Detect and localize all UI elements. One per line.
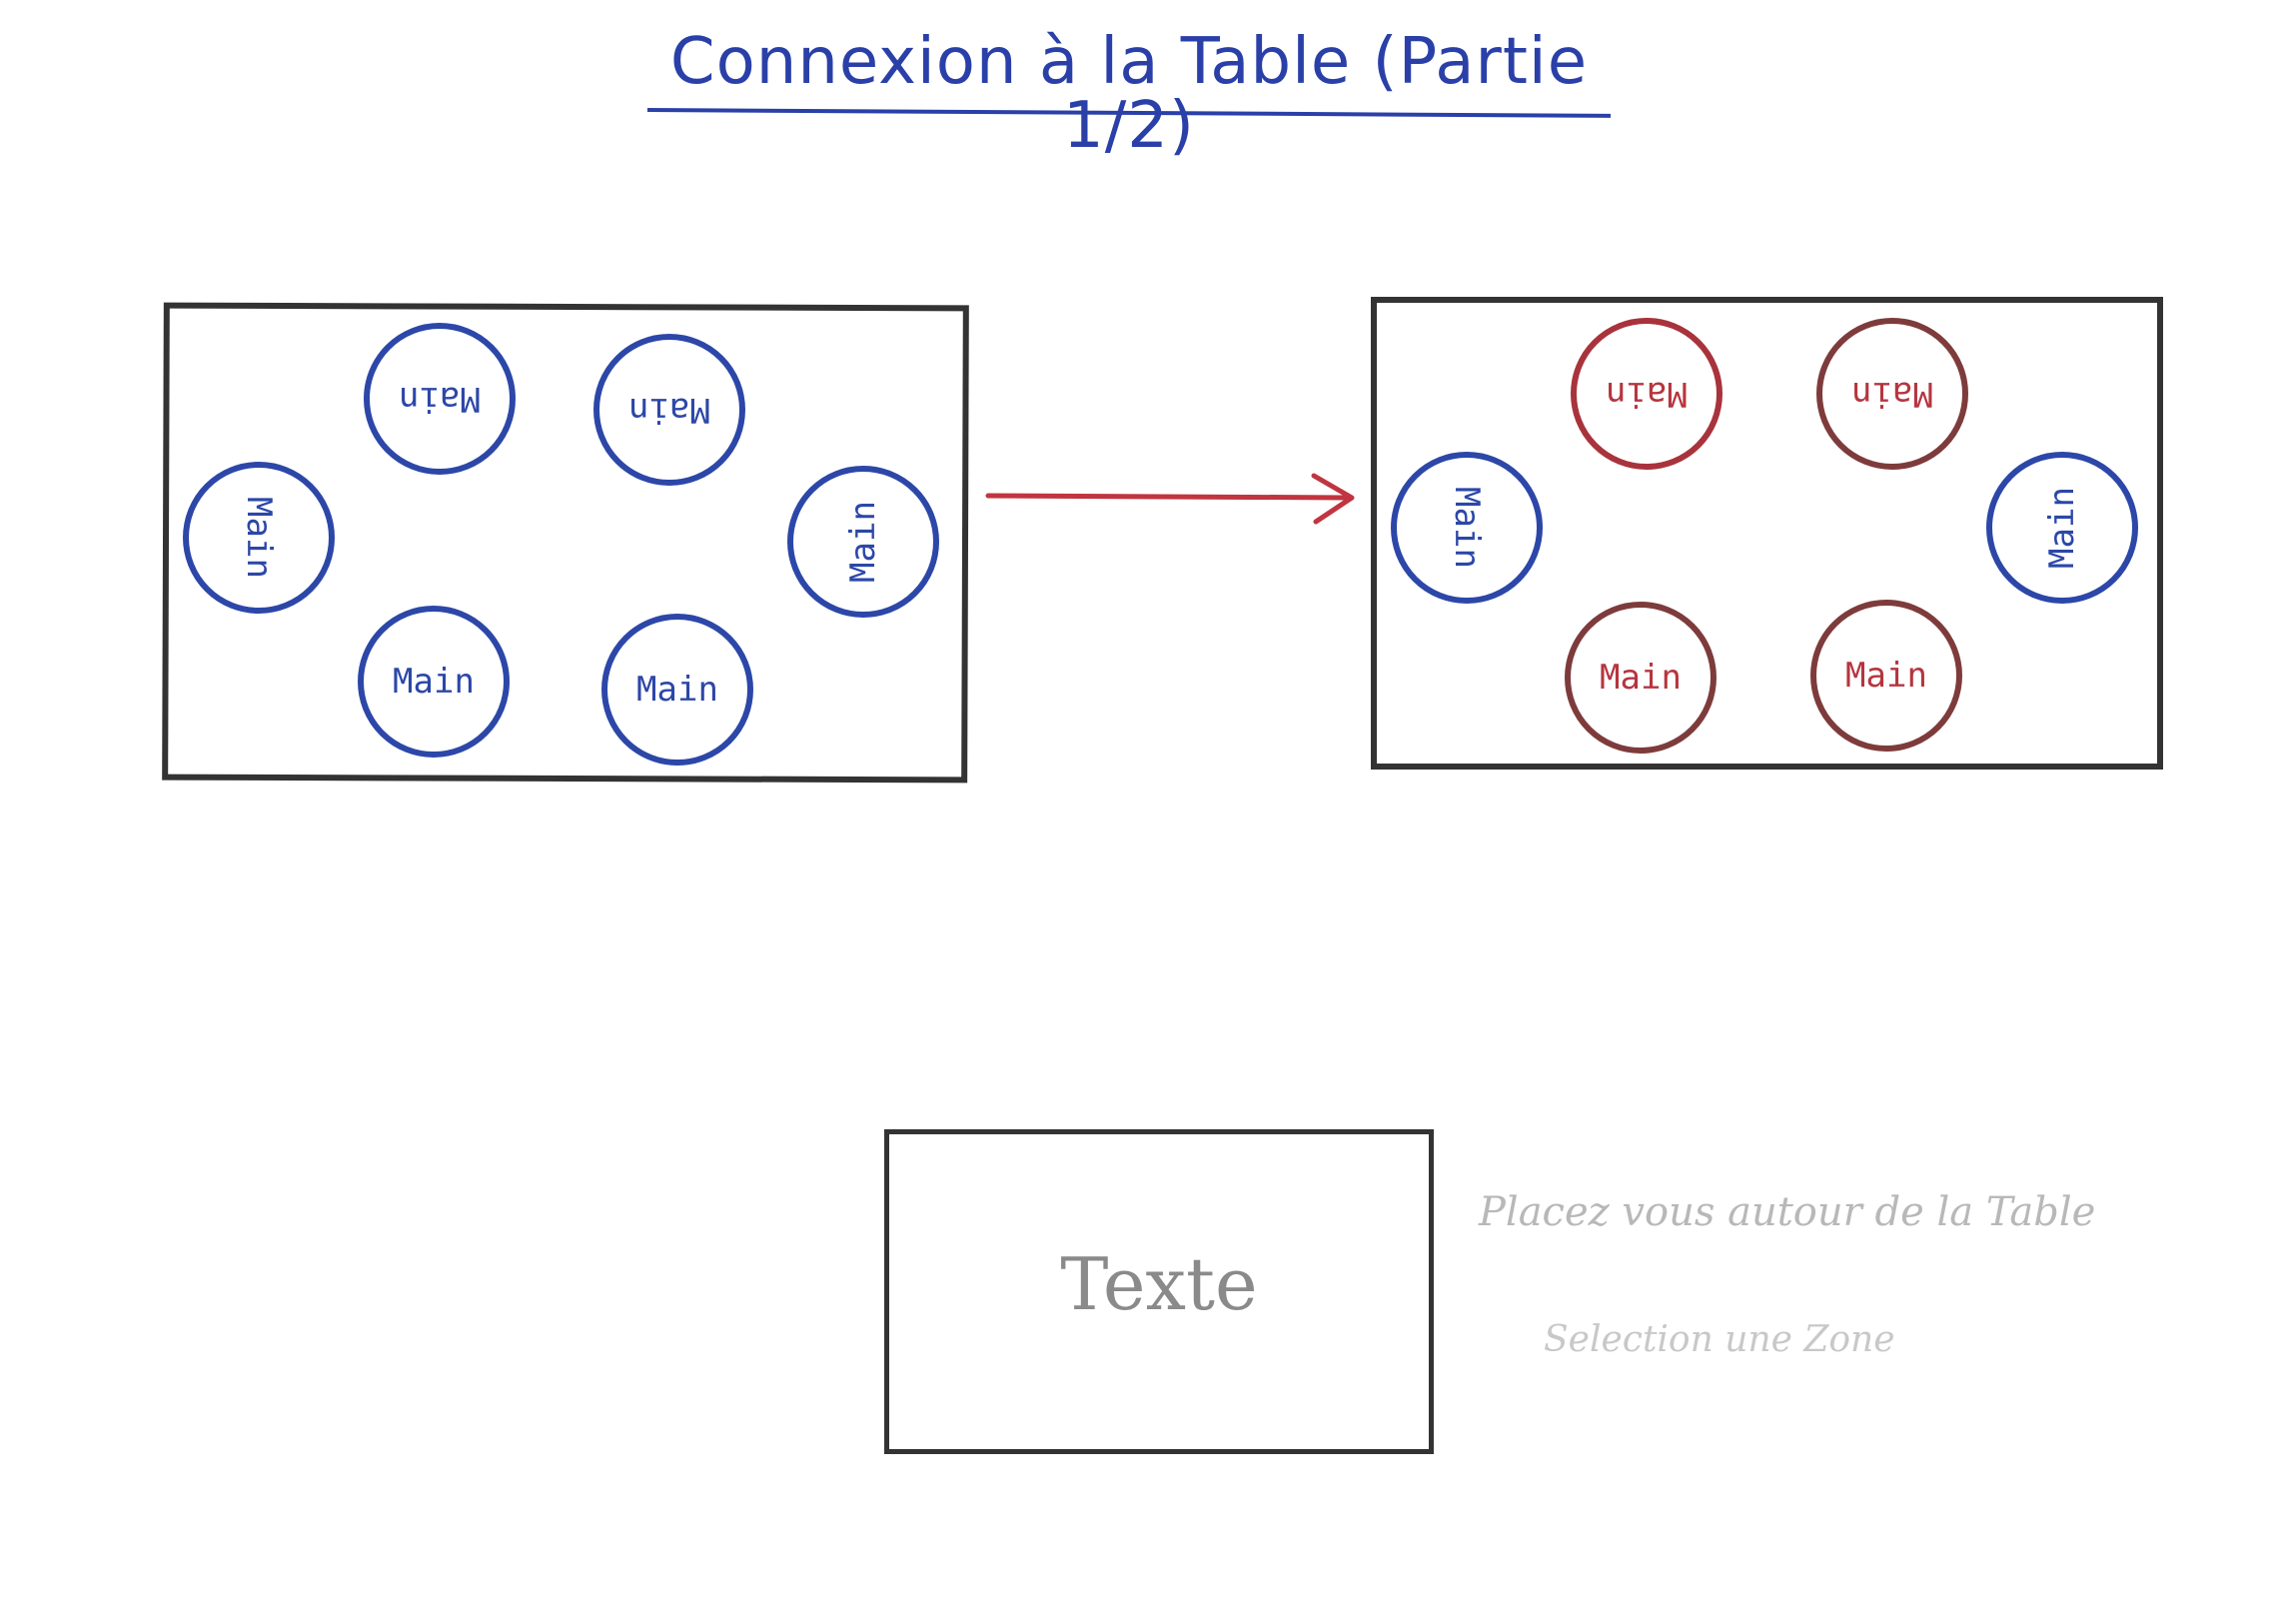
right-seat-right[interactable]: Main bbox=[1986, 452, 2138, 604]
seat-label: Main bbox=[2041, 487, 2082, 569]
note-line-2: Selection une Zone bbox=[1544, 1319, 1895, 1360]
right-seat-bottom-left[interactable]: Main bbox=[1565, 602, 1717, 754]
note-line-1: Placez vous autour de la Table bbox=[1479, 1189, 2096, 1235]
seat-label: Main bbox=[636, 670, 718, 710]
right-seat-top-right[interactable]: Main bbox=[1816, 318, 1968, 470]
seat-label: Main bbox=[399, 379, 481, 419]
left-seat-bottom-right[interactable]: Main bbox=[601, 614, 753, 766]
seat-label: Main bbox=[628, 390, 710, 430]
table-right bbox=[1371, 297, 2163, 770]
left-seat-top-left[interactable]: Main bbox=[364, 323, 516, 475]
seat-label: Main bbox=[1600, 658, 1682, 698]
left-seat-left[interactable]: Main bbox=[183, 462, 335, 614]
seat-label: Main bbox=[393, 662, 475, 702]
right-seat-left[interactable]: Main bbox=[1391, 452, 1543, 604]
seat-label: Main bbox=[1606, 374, 1688, 414]
left-seat-top-right[interactable]: Main bbox=[593, 334, 745, 486]
transition-arrow bbox=[985, 473, 1355, 525]
left-seat-bottom-left[interactable]: Main bbox=[358, 606, 510, 758]
seat-label: Main bbox=[842, 501, 883, 583]
right-seat-bottom-right[interactable]: Main bbox=[1810, 600, 1962, 752]
seat-label: Main bbox=[1845, 656, 1927, 696]
seat-label: Main bbox=[1446, 487, 1487, 569]
text-box[interactable]: Texte bbox=[884, 1129, 1434, 1454]
right-seat-top-left[interactable]: Main bbox=[1571, 318, 1722, 470]
text-box-label: Texte bbox=[1060, 1241, 1258, 1326]
page-title: Connexion à la Table (Partie 1/2) bbox=[669, 25, 1589, 163]
seat-label: Main bbox=[238, 497, 279, 579]
left-seat-right[interactable]: Main bbox=[787, 466, 939, 618]
seat-label: Main bbox=[1851, 374, 1933, 414]
